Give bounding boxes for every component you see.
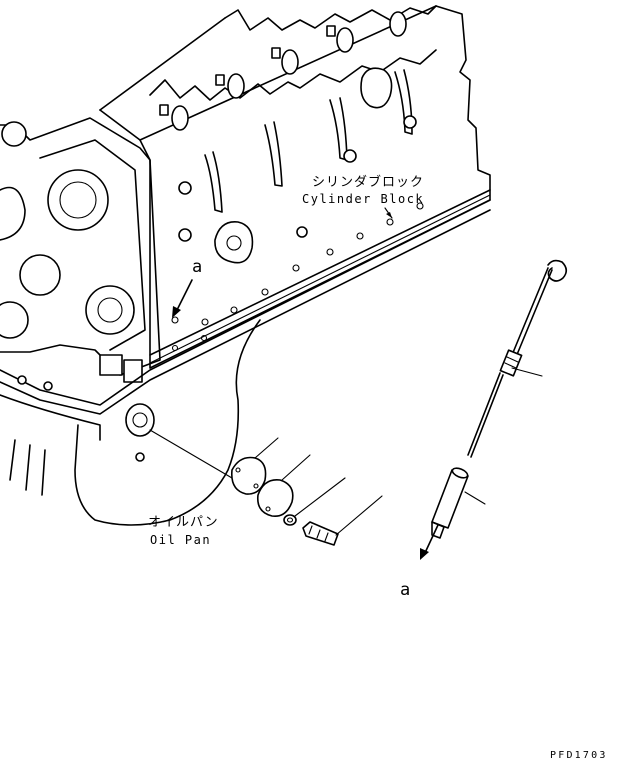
- cover-parts: [149, 429, 383, 546]
- label-cylinder-block-en: Cylinder Block: [302, 192, 424, 206]
- dipstick: [467, 259, 568, 458]
- label-oil-pan-jp: オイルパン: [148, 515, 219, 530]
- label-ref-a-lower: a: [400, 580, 410, 600]
- label-ref-a-upper: a: [192, 257, 202, 277]
- label-oil-pan-en: Oil Pan: [150, 533, 211, 547]
- dipstick-guide-tube: [431, 467, 486, 539]
- bolt: [302, 495, 383, 546]
- cover-plate: [256, 454, 311, 518]
- washer: [283, 477, 346, 526]
- cylinder-block: [99, 5, 491, 369]
- oil-pan: [0, 199, 491, 526]
- label-cylinder-block-jp: シリンダブロック: [312, 174, 424, 190]
- gasket: [230, 437, 279, 495]
- flange-bolt-holes: [171, 202, 424, 352]
- drawing-code: PFD1703: [550, 750, 608, 761]
- arrow-a-upper: [172, 279, 193, 318]
- front-housing: [0, 117, 161, 383]
- dipstick-assembly: [420, 259, 568, 560]
